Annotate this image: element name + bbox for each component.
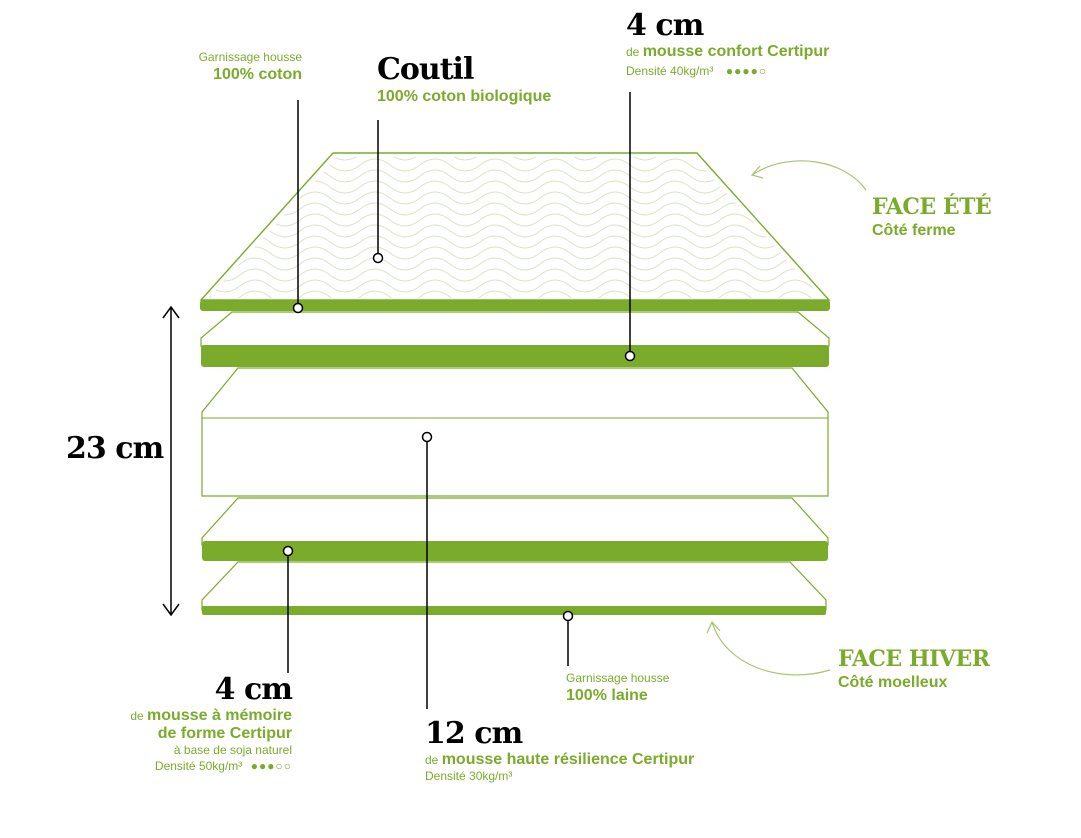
memory-foam-size: 4 cm — [214, 672, 293, 707]
layer-core-foam — [201, 367, 829, 497]
core-foam-prefix: de — [425, 753, 442, 767]
core-foam-density: Densité 30kg/m³ — [425, 769, 513, 783]
label-bottom-fill: Garnissage housse 100% laine — [566, 671, 669, 705]
coutil-sub: 100% coton biologique — [377, 88, 552, 105]
top-fill-line2: 100% coton — [213, 66, 302, 83]
face-hiver-sub: Côté moelleux — [838, 674, 948, 691]
bottom-fill-line2: 100% laine — [566, 687, 648, 704]
memory-foam-prefix: de — [130, 709, 148, 723]
face-ete-sub: Côté ferme — [872, 222, 956, 239]
layer-bottom-wool — [201, 561, 827, 615]
label-face-hiver: FACE HIVER Côté moelleux — [838, 646, 990, 692]
comfort-foam-density: Densité 40kg/m³ — [626, 64, 714, 78]
label-face-ete: FACE ÉTÉ Côté ferme — [872, 194, 992, 240]
label-comfort-foam: 4 cm de mousse confort Certipur Densité … — [626, 10, 829, 80]
comfort-foam-name: mousse confort Certipur — [642, 43, 830, 60]
callout-comfort-foam — [624, 92, 636, 362]
layer-top-cover — [199, 152, 831, 311]
callout-memory-foam — [282, 545, 294, 673]
face-hiver-title: FACE HIVER — [838, 646, 990, 672]
core-foam-size: 12 cm — [425, 716, 523, 751]
label-memory-foam: 4 cm de mousse à mémoire de forme Certip… — [130, 672, 293, 775]
arrow-face-hiver — [706, 620, 831, 676]
comfort-foam-size: 4 cm — [626, 8, 704, 43]
total-height-label: 23 cm — [66, 431, 164, 466]
core-foam-name: mousse haute résilience Certipur — [441, 751, 695, 768]
memory-foam-name2: de forme Certipur — [157, 725, 292, 742]
memory-foam-name1: mousse à mémoire — [147, 707, 292, 724]
comfort-foam-prefix: de — [626, 45, 643, 59]
label-core-foam: 12 cm de mousse haute résilience Certipu… — [425, 716, 695, 784]
height-arrow — [162, 305, 180, 617]
memory-foam-rating: ●●●○○ — [250, 759, 292, 773]
label-top-fill: Garnissage housse 100% coton — [199, 50, 302, 84]
layer-memory-foam — [201, 497, 829, 561]
top-fill-line1: Garnissage housse — [198, 50, 302, 64]
callout-bottom-fill — [562, 610, 574, 666]
callout-core-foam — [421, 431, 433, 709]
memory-foam-density: Densité 50kg/m³ — [154, 759, 243, 773]
coutil-title: Coutil — [377, 52, 474, 87]
callout-coutil — [372, 120, 384, 264]
face-ete-title: FACE ÉTÉ — [872, 194, 992, 220]
callout-top-fill — [292, 100, 304, 314]
comfort-foam-rating: ●●●●○ — [725, 64, 768, 78]
layer-comfort-foam — [200, 311, 830, 367]
arrow-face-ete — [750, 160, 867, 191]
bottom-fill-line1: Garnissage housse — [566, 671, 670, 685]
label-coutil: Coutil 100% coton biologique — [377, 54, 551, 106]
memory-foam-base: à base de soja naturel — [173, 743, 292, 757]
